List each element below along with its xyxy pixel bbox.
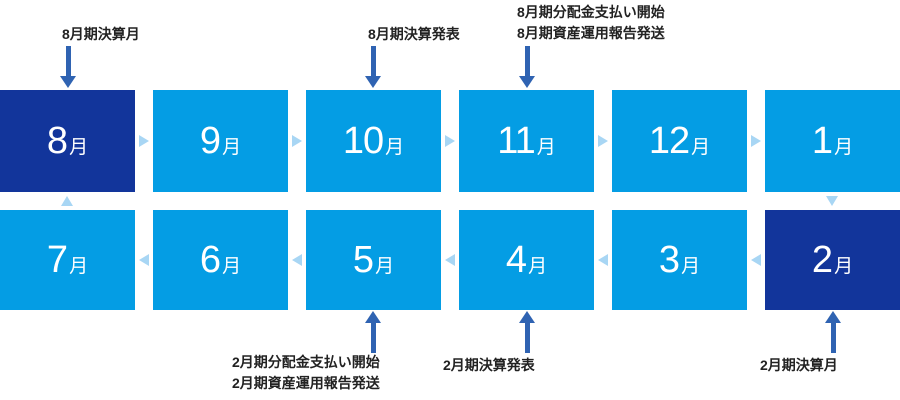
annotation-feb-settlement-month: 2月期決算月 (760, 355, 838, 376)
arrow-head (825, 311, 841, 323)
annotation-aug-distribution: 8月期分配金支払い開始 8月期資産運用報告発送 (517, 2, 665, 44)
month-box-june: 6 月 (153, 210, 288, 310)
month-unit: 月 (536, 137, 556, 158)
month-box-september: 9 月 (153, 90, 288, 192)
month-unit: 月 (222, 137, 242, 158)
month-label: 1 月 (812, 122, 853, 160)
month-number: 10 (342, 120, 384, 162)
arrow-shaft (524, 323, 530, 353)
month-number: 2 (811, 239, 833, 281)
month-number: 1 (811, 120, 833, 162)
flow-arrow-right-icon (445, 135, 455, 147)
arrow-up-icon (825, 311, 841, 353)
annotation-aug-results-announcement: 8月期決算発表 (368, 24, 460, 45)
annotation-line: 8月期決算発表 (368, 26, 460, 42)
month-number: 5 (352, 239, 374, 281)
arrow-shaft (524, 46, 530, 76)
arrow-shaft (370, 46, 376, 76)
arrow-shaft (370, 323, 376, 353)
month-unit: 月 (69, 137, 89, 158)
month-unit: 月 (528, 256, 548, 277)
flow-arrow-left-icon (598, 254, 608, 266)
annotation-line: 2月期決算月 (760, 357, 838, 373)
arrow-up-icon (519, 311, 535, 353)
arrow-head (365, 76, 381, 88)
month-number: 6 (199, 239, 221, 281)
month-box-july: 7 月 (0, 210, 135, 310)
month-box-december: 12 月 (612, 90, 747, 192)
month-row-bottom: 7 月 6 月 5 月 4 月 3 月 (0, 210, 900, 310)
flow-arrow-left-icon (751, 254, 761, 266)
month-unit: 月 (222, 256, 242, 277)
month-row-top: 8 月 9 月 10 月 11 月 12 月 (0, 90, 900, 192)
month-label: 4 月 (506, 241, 547, 279)
month-box-august: 8 月 (0, 90, 135, 192)
arrow-down-icon (60, 46, 76, 88)
month-label: 8 月 (47, 122, 88, 160)
month-unit: 月 (681, 256, 701, 277)
month-box-january: 1 月 (765, 90, 900, 192)
month-box-october: 10 月 (306, 90, 441, 192)
flow-arrow-right-icon (139, 135, 149, 147)
month-number: 4 (505, 239, 527, 281)
month-label: 11 月 (497, 122, 555, 160)
annotation-feb-results-announcement: 2月期決算発表 (443, 355, 535, 376)
month-box-february: 2 月 (765, 210, 900, 310)
month-box-april: 4 月 (459, 210, 594, 310)
arrow-up-icon (365, 311, 381, 353)
month-label: 6 月 (200, 241, 241, 279)
annotation-line: 8月期分配金支払い開始 (517, 4, 665, 20)
flow-arrow-right-icon (751, 135, 761, 147)
flow-arrow-left-icon (292, 254, 302, 266)
annotation-feb-distribution: 2月期分配金支払い開始 2月期資産運用報告発送 (232, 352, 380, 394)
annotation-line: 2月期分配金支払い開始 (232, 354, 380, 370)
annotation-line: 2月期資産運用報告発送 (232, 375, 380, 391)
flow-arrow-right-icon (292, 135, 302, 147)
month-label: 10 月 (343, 122, 404, 160)
month-number: 7 (46, 239, 68, 281)
annotation-aug-settlement-month: 8月期決算月 (62, 24, 140, 45)
annotation-line: 8月期決算月 (62, 26, 140, 42)
arrow-head (519, 311, 535, 323)
arrow-head (60, 76, 76, 88)
month-number: 8 (46, 120, 68, 162)
annotation-line: 8月期資産運用報告発送 (517, 25, 665, 41)
flow-arrow-down-icon (826, 196, 838, 206)
month-unit: 月 (834, 256, 854, 277)
arrow-down-icon (519, 46, 535, 88)
month-label: 2 月 (812, 241, 853, 279)
month-number: 9 (199, 120, 221, 162)
arrow-down-icon (365, 46, 381, 88)
arrow-shaft (65, 46, 71, 76)
month-number: 3 (658, 239, 680, 281)
arrow-shaft (830, 323, 836, 353)
annotation-line: 2月期決算発表 (443, 357, 535, 373)
month-label: 9 月 (200, 122, 241, 160)
month-box-march: 3 月 (612, 210, 747, 310)
month-label: 3 月 (659, 241, 700, 279)
month-unit: 月 (834, 137, 854, 158)
month-unit: 月 (69, 256, 89, 277)
month-box-may: 5 月 (306, 210, 441, 310)
month-box-november: 11 月 (459, 90, 594, 192)
flow-arrow-up-icon (61, 196, 73, 206)
month-label: 12 月 (649, 122, 710, 160)
month-number: 12 (648, 120, 690, 162)
month-label: 7 月 (47, 241, 88, 279)
flow-arrow-right-icon (598, 135, 608, 147)
flow-arrow-left-icon (139, 254, 149, 266)
arrow-head (365, 311, 381, 323)
month-label: 5 月 (353, 241, 394, 279)
month-unit: 月 (385, 137, 405, 158)
month-unit: 月 (375, 256, 395, 277)
flow-arrow-left-icon (445, 254, 455, 266)
month-unit: 月 (691, 137, 711, 158)
arrow-head (519, 76, 535, 88)
month-number: 11 (497, 120, 535, 162)
